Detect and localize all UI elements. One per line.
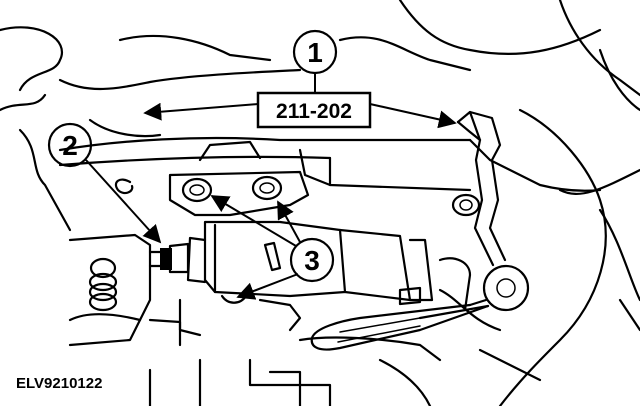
callout-3-number: 3 (304, 245, 320, 276)
callout-2-number: 2 (62, 130, 78, 161)
callout-2: 2 (47, 122, 162, 244)
mounting-boss (451, 193, 481, 217)
callout-3: 3 (210, 195, 335, 300)
figure-reference-id: ELV9210122 (16, 375, 102, 392)
tool-number-label: 211-202 (276, 100, 352, 123)
sensor-bracket (114, 170, 310, 217)
special-tool-wrench (456, 110, 507, 267)
upper-rail (58, 118, 602, 192)
callout-1: 1 (292, 29, 338, 93)
callout-1-number: 1 (307, 37, 323, 68)
bolt-right (251, 175, 283, 201)
left-mount-stud (68, 233, 182, 347)
sensor-body (148, 220, 434, 337)
tool-label-box: 211-202 (143, 91, 457, 129)
bolt-left (181, 177, 213, 203)
ratchet-handle (310, 264, 530, 351)
